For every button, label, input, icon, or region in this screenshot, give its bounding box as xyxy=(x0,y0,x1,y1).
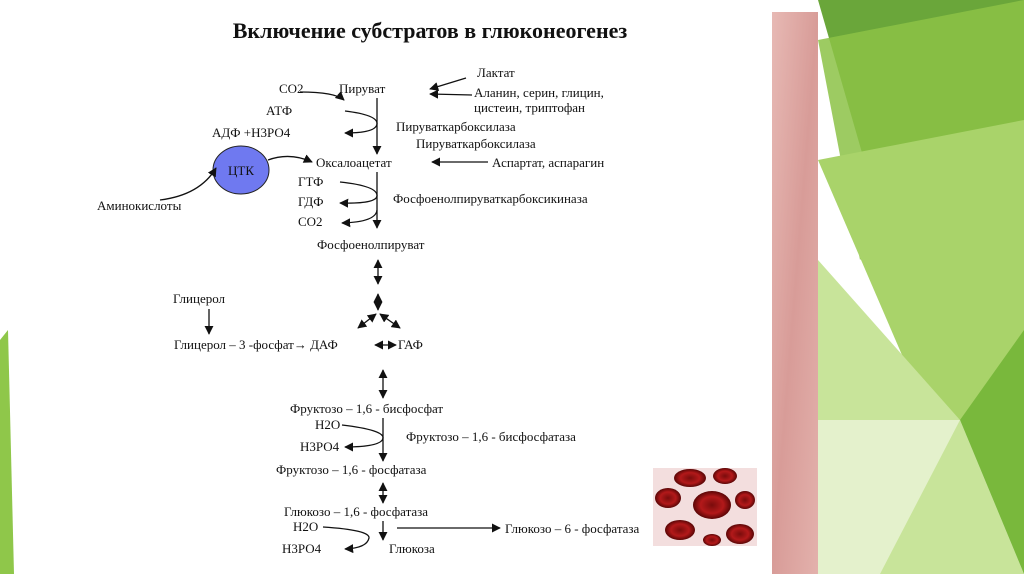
ctk-label: ЦТК xyxy=(228,163,254,178)
aminoacids-ctk-arrow xyxy=(159,167,217,201)
f16p-label: Фруктозо – 1,6 - фосфатаза xyxy=(276,462,427,477)
co2-out-arrow xyxy=(341,209,378,228)
gtp-label: ГТФ xyxy=(298,174,323,189)
h2o-h3po4-curve-arrow-1 xyxy=(341,424,384,452)
g6p-label: Глюкозо – 6 - фосфатаза xyxy=(505,521,640,536)
h3po4-2-label: Н3РО4 xyxy=(282,541,322,556)
pepck-label: Фосфоенолпируваткарбоксикиназа xyxy=(393,191,588,206)
amino-group-label: Аланин, серин, глицин, xyxy=(474,85,604,100)
pyruvate-carboxylase-label: Пируваткарбоксилаза xyxy=(396,119,516,134)
f16bpase-label: Фруктозо – 1,6 - бисфосфатаза xyxy=(406,429,576,444)
amino-acids-label: Аминокислоты xyxy=(97,198,182,213)
glycerol3p-label: Глицерол – 3 -фосфат→ ДАФ xyxy=(174,337,338,352)
atp-adp-curve-arrow xyxy=(344,110,378,138)
f16bp-label: Фруктозо – 1,6 - бисфосфат xyxy=(290,401,443,416)
atp-label: АТФ xyxy=(266,103,292,118)
co2-mid-label: СО2 xyxy=(298,214,323,229)
amino-group-label-2: цистеин, триптофан xyxy=(474,100,585,115)
lactate-label: Лактат xyxy=(477,65,515,80)
aspartate-label: Аспартат, аспарагин xyxy=(492,155,604,170)
co2-pyruvate-arrow xyxy=(299,91,345,101)
green-shape-5 xyxy=(960,330,1024,574)
h2o-1-label: Н2О xyxy=(315,417,340,432)
content-card xyxy=(18,12,772,560)
adp-label: АДФ +Н3РО4 xyxy=(212,125,291,140)
glycerol-label: Глицерол xyxy=(173,291,226,306)
slide-title: Включение субстратов в глюконеогенез xyxy=(232,18,628,43)
left-green-sliver xyxy=(0,330,14,574)
lactate-arrow xyxy=(429,77,467,91)
gap-label: ГАФ xyxy=(398,337,423,352)
pyruvate-carboxylase-label-2: Пируваткарбоксилаза xyxy=(416,136,536,151)
amino-group-arrow xyxy=(429,89,473,99)
green-shape-3 xyxy=(818,120,1024,420)
pyruvate-label: Пируват xyxy=(339,81,386,96)
gdp-label: ГДФ xyxy=(298,194,324,209)
oxaloacetate-label: Оксалоацетат xyxy=(316,155,392,170)
texture-panel xyxy=(772,12,818,574)
branch-left-arrow xyxy=(357,313,377,329)
co2-top-label: СО2 xyxy=(279,81,304,96)
glucose-label: Глюкоза xyxy=(389,541,435,556)
blood-cells-image xyxy=(653,468,757,546)
ctk-oxaloacetate-arrow xyxy=(267,154,313,163)
h3po4-1-label: Н3РО4 xyxy=(300,439,340,454)
gtp-gdp-curve-arrow xyxy=(339,181,378,208)
branch-right-arrow xyxy=(379,313,401,329)
green-shape-6 xyxy=(818,420,960,574)
h2o-2-label: Н2О xyxy=(293,519,318,534)
pep-label: Фосфоенолпируват xyxy=(317,237,425,252)
g16p-label: Глюкозо – 1,6 - фосфатаза xyxy=(284,504,428,519)
h2o-h3po4-curve-arrow-2 xyxy=(322,526,370,554)
